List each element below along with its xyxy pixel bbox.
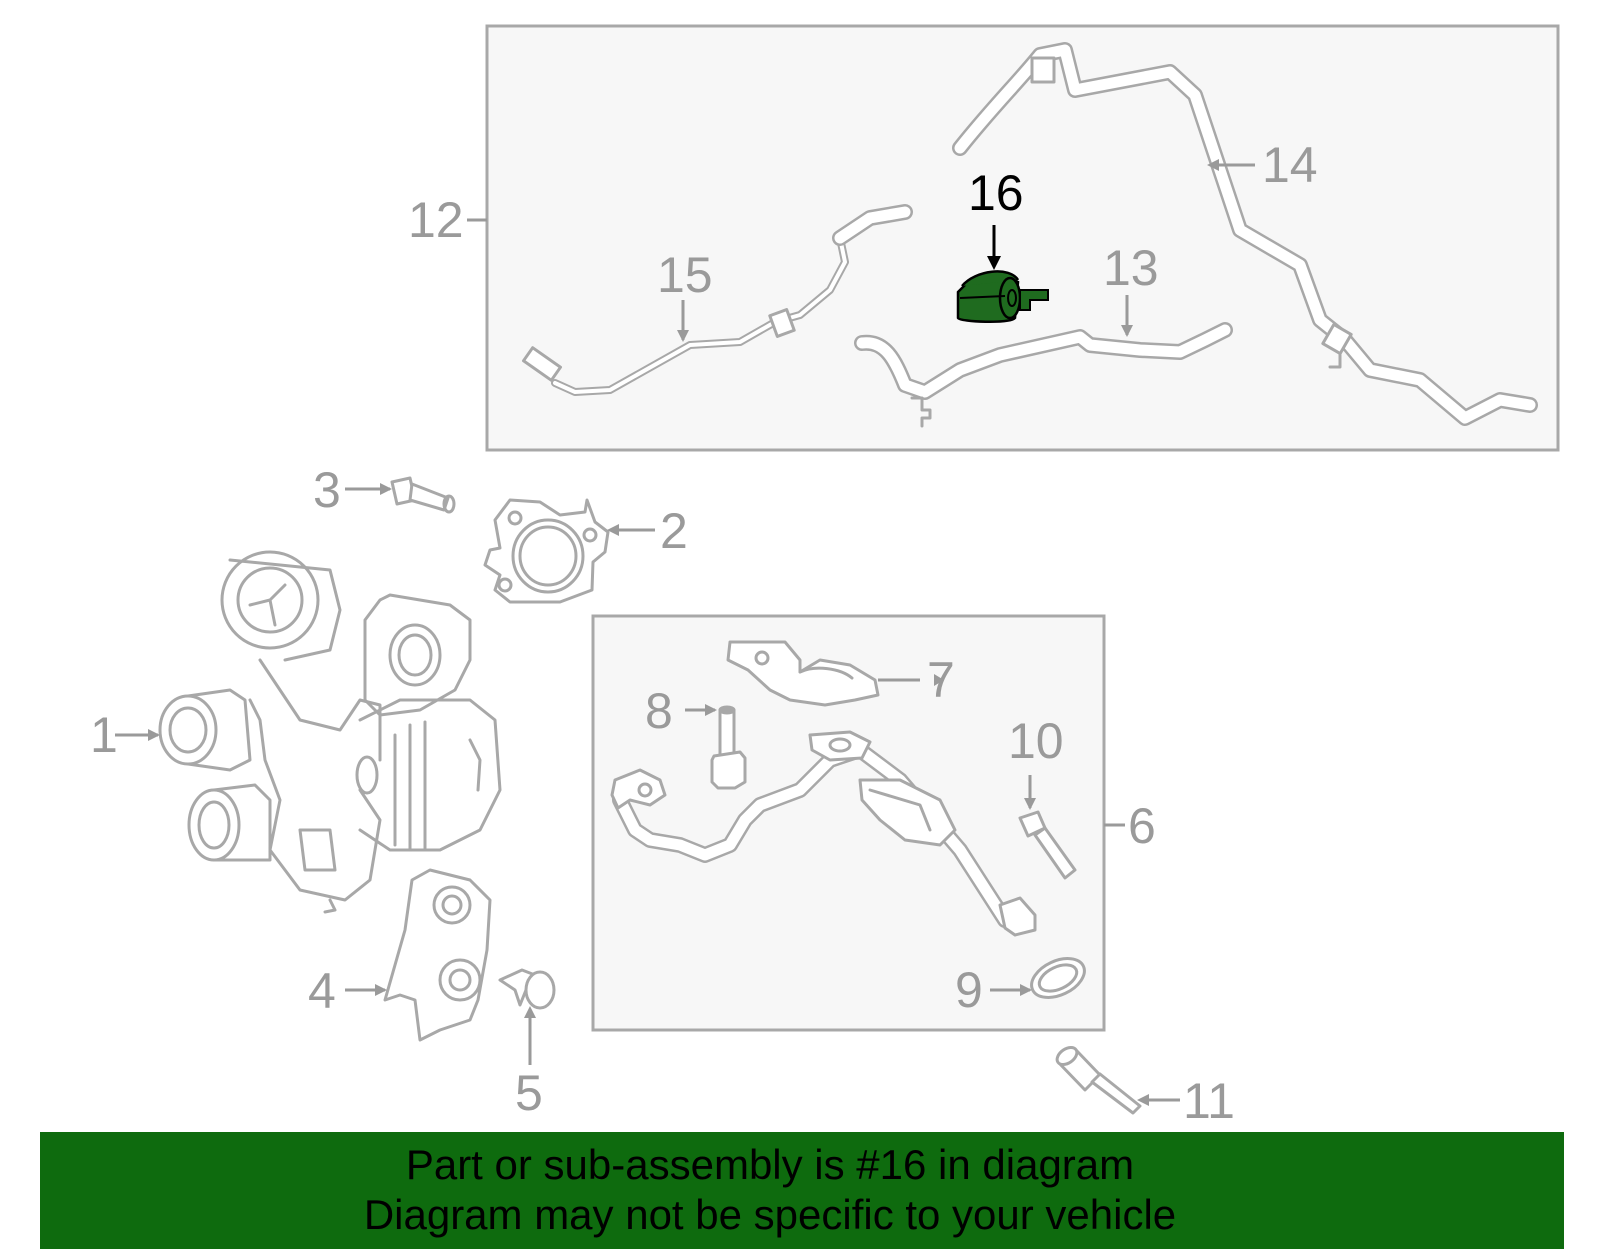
part-1-turbocharger[interactable] bbox=[158, 550, 502, 914]
callout-6: 6 bbox=[1128, 798, 1156, 854]
subassembly-12-panel bbox=[485, 24, 1560, 452]
callout-13: 13 bbox=[1103, 240, 1159, 296]
callout-14: 14 bbox=[1262, 137, 1318, 193]
callout-11: 11 bbox=[1183, 1073, 1235, 1129]
part-16-highlighted[interactable] bbox=[956, 270, 1049, 323]
callout-2: 2 bbox=[660, 503, 688, 559]
callout-5: 5 bbox=[515, 1065, 543, 1121]
part-6-oil-line[interactable] bbox=[610, 730, 1037, 937]
callout-16: 16 bbox=[968, 165, 1024, 221]
callout-15: 15 bbox=[657, 247, 713, 303]
part-13-hose[interactable] bbox=[854, 322, 1233, 428]
part-11-sensor[interactable] bbox=[1054, 1044, 1142, 1115]
part-8-fitting[interactable] bbox=[710, 705, 747, 790]
part-4-heat-shield[interactable] bbox=[383, 868, 492, 1042]
part-10-bolt[interactable] bbox=[1018, 810, 1077, 880]
callout-12: 12 bbox=[408, 192, 464, 248]
part-2-gasket[interactable] bbox=[483, 498, 610, 604]
callout-10: 10 bbox=[1008, 713, 1064, 769]
callout-8: 8 bbox=[645, 683, 673, 739]
part-5-nut[interactable] bbox=[498, 968, 556, 1010]
callout-4: 4 bbox=[308, 963, 336, 1019]
callout-1: 1 bbox=[90, 707, 118, 763]
part-9-o-ring[interactable] bbox=[1025, 951, 1090, 1005]
banner-line-2: Diagram may not be specific to your vehi… bbox=[363, 1191, 1177, 1238]
leader-lines bbox=[115, 159, 1255, 1106]
callout-9: 9 bbox=[955, 962, 983, 1018]
banner-line-1: Part or sub-assembly is #16 in diagram bbox=[405, 1141, 1135, 1188]
part-15-sensor-wire[interactable] bbox=[521, 204, 913, 396]
info-banner: Part or sub-assembly is #16 in diagram D… bbox=[40, 1132, 1564, 1249]
callout-labels: 1 2 3 4 5 6 7 8 9 10 11 12 13 14 15 16 bbox=[90, 137, 1318, 1129]
part-14-hose[interactable] bbox=[952, 42, 1538, 426]
callout-3: 3 bbox=[313, 462, 341, 518]
part-7-bracket[interactable] bbox=[726, 640, 880, 707]
callout-7: 7 bbox=[927, 652, 955, 708]
part-3-bolt[interactable] bbox=[390, 476, 456, 514]
